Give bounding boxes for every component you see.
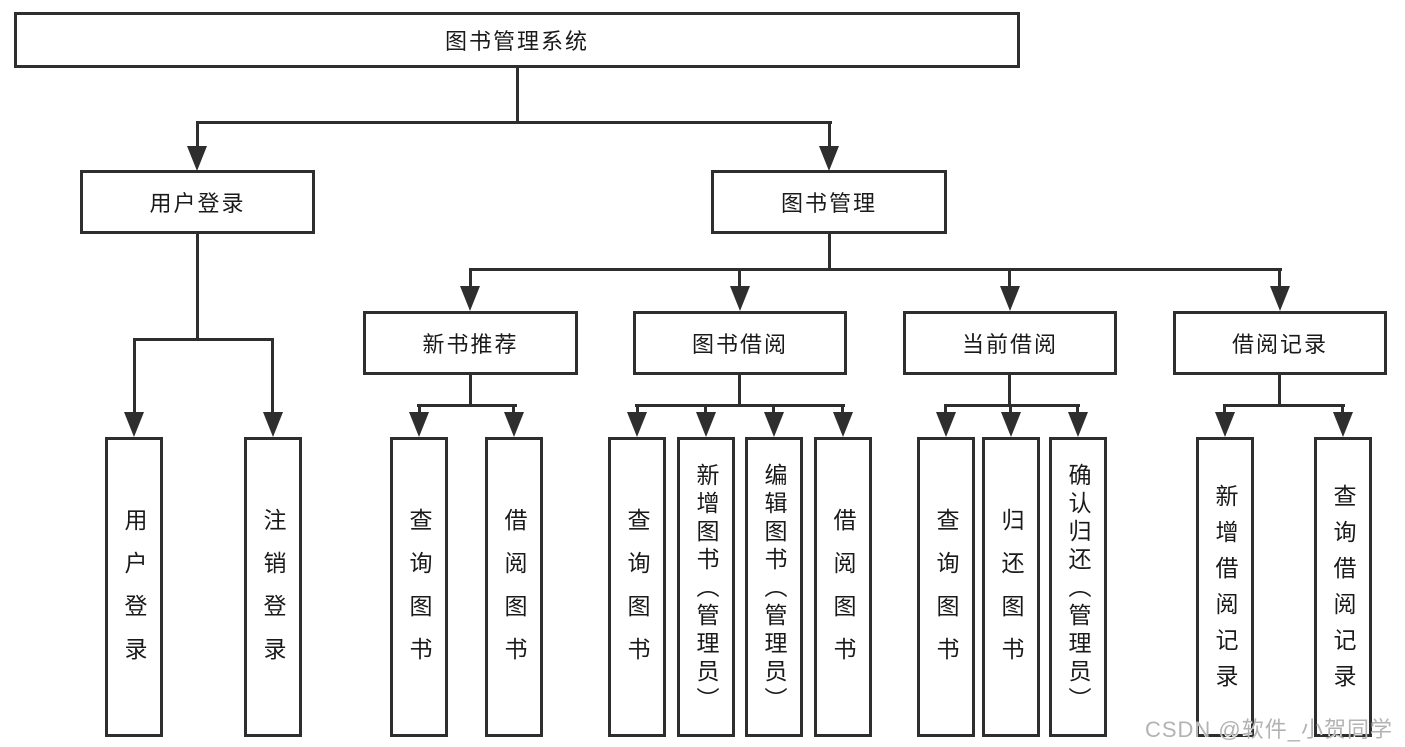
connector-drop [944,404,947,415]
leaf-add-borrow-record: 新增借阅记录 [1196,437,1254,737]
connector-drop [636,404,639,415]
node-new-book-recommend: 新书推荐 [363,311,578,375]
connector-user-login-stem [196,234,199,338]
arrow-down-icon [764,412,784,437]
connector-drop [418,404,421,415]
node-current-borrow: 当前借阅 [903,311,1117,375]
arrow-down-icon [1215,412,1235,437]
connector-leaf-rail [944,404,1080,407]
node-book-borrow: 图书借阅 [633,311,847,375]
connector-drop [772,404,775,415]
arrow-down-icon [730,286,750,311]
connector-drop [738,268,741,288]
connector-drop [1076,404,1079,415]
arrow-down-icon [627,412,647,437]
connector-stem [1008,375,1011,405]
arrow-down-icon [936,412,956,437]
connector-drop [1223,404,1226,415]
connector-leaf-rail [417,404,517,407]
arrow-down-icon [1333,412,1353,437]
leaf-logout: 注销登录 [244,437,302,737]
connector-drop [1341,404,1344,415]
csdn-watermark: CSDN @软件_小贺同学 [1144,717,1393,742]
leaf-edit-books-admin: 编辑图书（管理员） [745,437,803,737]
connector-drop [1278,268,1281,288]
arrow-down-icon [124,412,144,437]
arrow-down-icon [1000,286,1020,311]
connector-drop [133,338,136,415]
arrow-down-icon [696,412,716,437]
connector-drop [841,404,844,415]
connector-leaf-rail [635,404,845,407]
connector-book-mgmt-drop [828,121,831,148]
arrow-down-icon [504,412,524,437]
leaf-borrow-books: 借阅图书 [485,437,543,737]
arrow-down-icon [1068,412,1088,437]
connector-drop [271,338,274,415]
arrow-down-icon [409,412,429,437]
node-borrow-records: 借阅记录 [1173,311,1387,375]
arrow-down-icon [187,146,207,171]
connector-book-mgmt-stem [828,234,831,268]
arrow-down-icon [1270,286,1290,311]
connector-drop [704,404,707,415]
leaf-query-books: 查询图书 [390,437,448,737]
arrow-down-icon [1001,412,1021,437]
connector-stem [469,375,472,405]
node-user-login: 用户登录 [80,170,315,234]
connector-root-stem [516,68,519,121]
connector-leaf-rail [1223,404,1345,407]
leaf-borrow-books: 借阅图书 [814,437,872,737]
leaf-user-login: 用户登录 [105,437,163,737]
connector-user-login-drop [196,121,199,148]
connector-drop [469,268,472,288]
connector-user-login-rail [133,338,274,341]
arrow-down-icon [819,146,839,171]
leaf-confirm-return-admin: 确认归还（管理员） [1049,437,1107,737]
node-book-management: 图书管理 [711,170,947,234]
arrow-down-icon [460,286,480,311]
connector-level2-rail [196,121,832,124]
connector-level3-rail [469,268,1282,271]
connector-drop [1009,404,1012,415]
connector-drop [1008,268,1011,288]
connector-stem [738,375,741,405]
node-root-library-system: 图书管理系统 [14,12,1020,68]
leaf-query-books: 查询图书 [917,437,975,737]
leaf-query-borrow-record: 查询借阅记录 [1314,437,1372,737]
arrow-down-icon [263,412,283,437]
leaf-query-books: 查询图书 [608,437,666,737]
arrow-down-icon [833,412,853,437]
leaf-return-books: 归还图书 [982,437,1040,737]
leaf-add-books-admin: 新增图书（管理员） [677,437,735,737]
connector-stem [1278,375,1281,405]
connector-drop [512,404,515,415]
